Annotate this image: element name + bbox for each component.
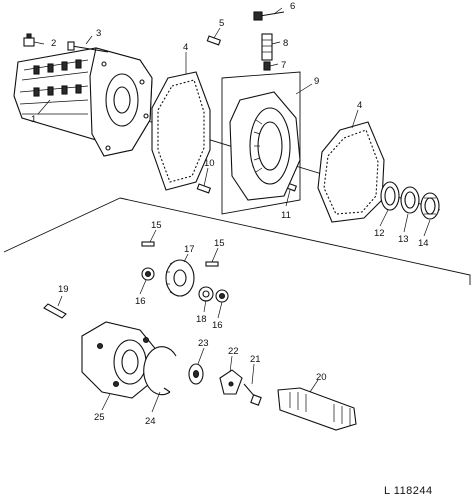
leader-lines	[33, 7, 431, 413]
callout-10: 10	[204, 158, 215, 169]
lower-group-frame	[3, 197, 471, 285]
callout-4-right: 4	[357, 100, 362, 111]
figure-reference: L 118244	[384, 485, 433, 497]
sun-gear-shaft	[277, 387, 357, 431]
cap-screw-21	[243, 383, 262, 406]
needle-bearing	[198, 286, 214, 302]
callout-6: 6	[290, 1, 295, 12]
callout-23: 23	[198, 338, 209, 349]
callout-1: 1	[31, 114, 36, 125]
dowel-pin-5	[206, 35, 222, 46]
final-drive-housing	[13, 47, 153, 157]
gasket-right	[317, 121, 385, 223]
gasket-left	[151, 71, 211, 191]
callout-2: 2	[51, 38, 56, 49]
callout-labels: 1 2 3 4 4 5 6 7 8 9 10 11 12 13 14 15 15…	[31, 1, 429, 427]
plug	[23, 33, 35, 47]
callout-15-left: 15	[151, 220, 162, 231]
housing-ribs	[19, 59, 89, 115]
callout-11: 11	[281, 210, 291, 221]
callout-5: 5	[219, 18, 224, 29]
callout-21: 21	[250, 354, 261, 365]
callout-22: 22	[228, 346, 239, 357]
callout-12: 12	[374, 228, 385, 239]
callout-16-left: 16	[135, 296, 146, 307]
callout-16-right: 16	[212, 320, 223, 331]
planet-carrier	[81, 321, 159, 399]
callout-15-right: 15	[214, 238, 225, 249]
callout-17: 17	[184, 244, 195, 255]
callout-14: 14	[418, 238, 429, 249]
carrier-housing-frame	[221, 71, 301, 215]
callout-9: 9	[314, 76, 319, 87]
dowel-pin-10	[196, 183, 212, 194]
pin-15-left	[141, 241, 155, 247]
callout-3: 3	[96, 28, 101, 39]
callout-18: 18	[196, 314, 207, 325]
callout-20: 20	[316, 372, 327, 383]
snap-ring	[143, 346, 177, 396]
bearing-14	[420, 192, 440, 220]
valve-assembly	[261, 33, 273, 71]
shaft-pin	[43, 303, 67, 319]
lock-plate	[219, 369, 243, 395]
washer-16-right	[215, 289, 229, 303]
callout-8: 8	[283, 38, 288, 49]
callout-19: 19	[58, 284, 69, 295]
seal-ring-12	[380, 181, 400, 211]
carrier-housing	[229, 91, 301, 201]
cap-screw	[67, 41, 109, 53]
pin-15-right	[205, 261, 219, 267]
washer-16-left	[141, 267, 155, 281]
ring-13	[400, 186, 420, 214]
callout-4-left: 4	[183, 42, 188, 53]
callout-13: 13	[398, 234, 409, 245]
bleed-screw	[253, 11, 285, 21]
callout-25: 25	[94, 412, 105, 423]
planet-gear	[165, 259, 195, 297]
callout-7: 7	[281, 60, 286, 71]
thrust-washer	[188, 363, 204, 385]
callout-24: 24	[145, 416, 156, 427]
